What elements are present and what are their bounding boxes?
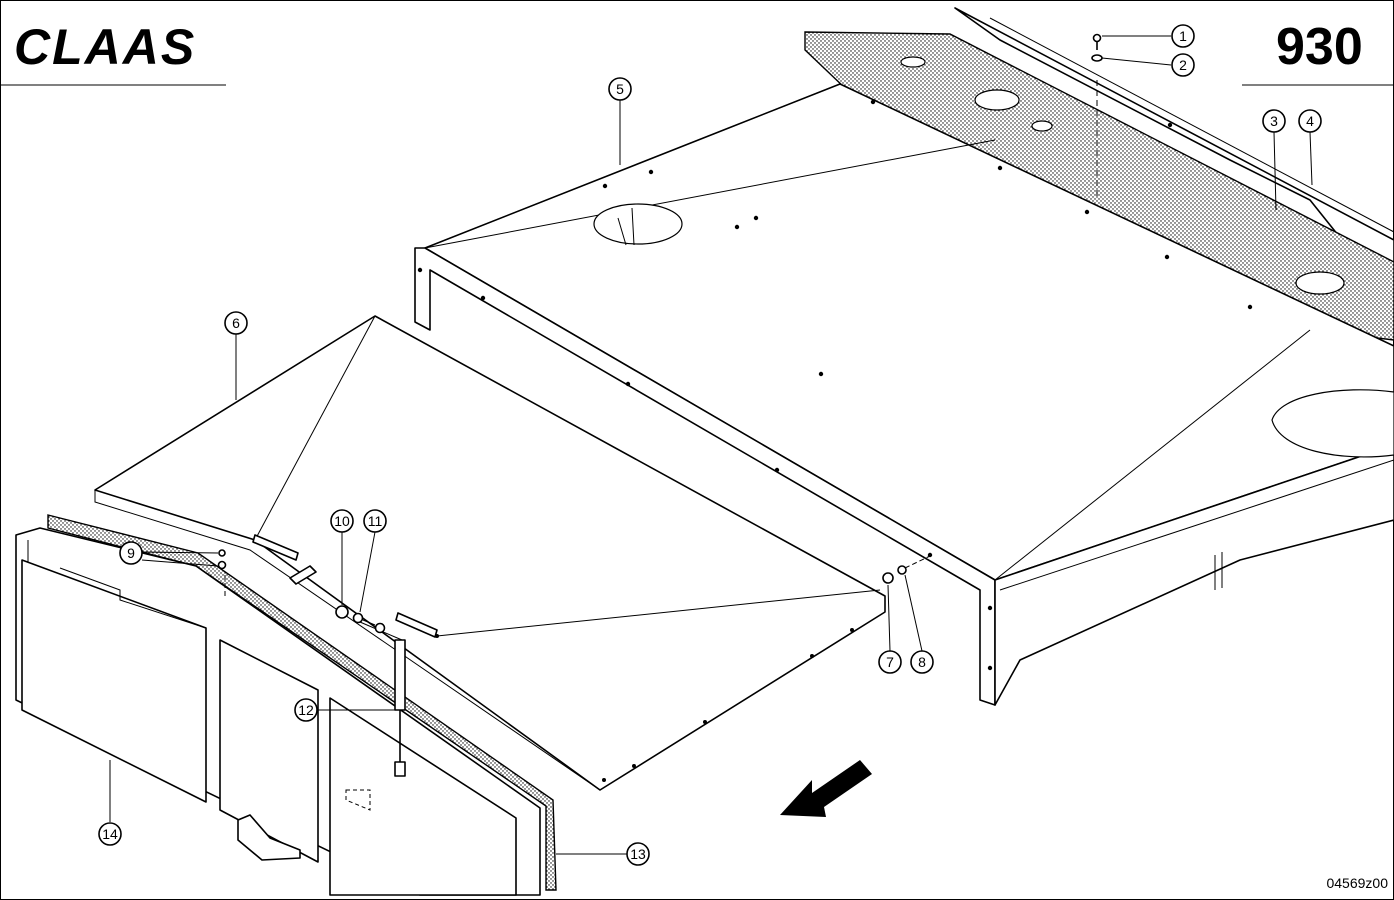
callout-8: 8 (904, 574, 934, 674)
callout-14: 14 (98, 760, 122, 846)
callouts: 1 2 3 4 5 6 7 (98, 24, 1322, 866)
part-rail (954, 7, 1394, 269)
part-rear-hood (414, 83, 1394, 706)
callout-label: 7 (886, 654, 894, 670)
callout-9: 9 (119, 541, 219, 567)
part-gas-strut (359, 621, 406, 777)
callout-5: 5 (608, 77, 632, 165)
callout-4: 4 (1298, 109, 1322, 186)
callout-label: 5 (616, 81, 624, 97)
callout-6: 6 (224, 311, 248, 400)
brand-logo: CLAAS (14, 19, 196, 75)
drawing-number: 04569z00 (1326, 875, 1388, 891)
fasteners (217, 33, 1103, 634)
callout-3: 3 (1262, 109, 1286, 211)
callout-label: 8 (918, 654, 926, 670)
callout-label: 12 (298, 702, 314, 718)
callout-label: 4 (1306, 113, 1314, 129)
callout-label: 13 (630, 846, 646, 862)
part-front-hood (94, 315, 886, 791)
callout-label: 1 (1179, 28, 1187, 44)
callout-7: 7 (878, 584, 902, 674)
callout-label: 3 (1270, 113, 1278, 129)
callout-2: 2 (1101, 53, 1195, 77)
header: CLAAS 930 (0, 18, 1394, 86)
callout-1: 1 (1102, 24, 1195, 48)
callout-10: 10 (330, 509, 354, 605)
callout-label: 6 (232, 315, 240, 331)
callout-13: 13 (556, 842, 650, 866)
callout-label: 9 (127, 545, 135, 561)
callout-label: 2 (1179, 57, 1187, 73)
callout-label: 10 (334, 513, 350, 529)
callout-12: 12 (294, 698, 395, 722)
callout-label: 14 (102, 826, 118, 842)
callout-11: 11 (359, 509, 387, 613)
part-front-frame (15, 514, 557, 896)
page-number: 930 (1276, 18, 1363, 76)
callout-label: 11 (368, 513, 383, 529)
direction-arrow (780, 760, 872, 817)
